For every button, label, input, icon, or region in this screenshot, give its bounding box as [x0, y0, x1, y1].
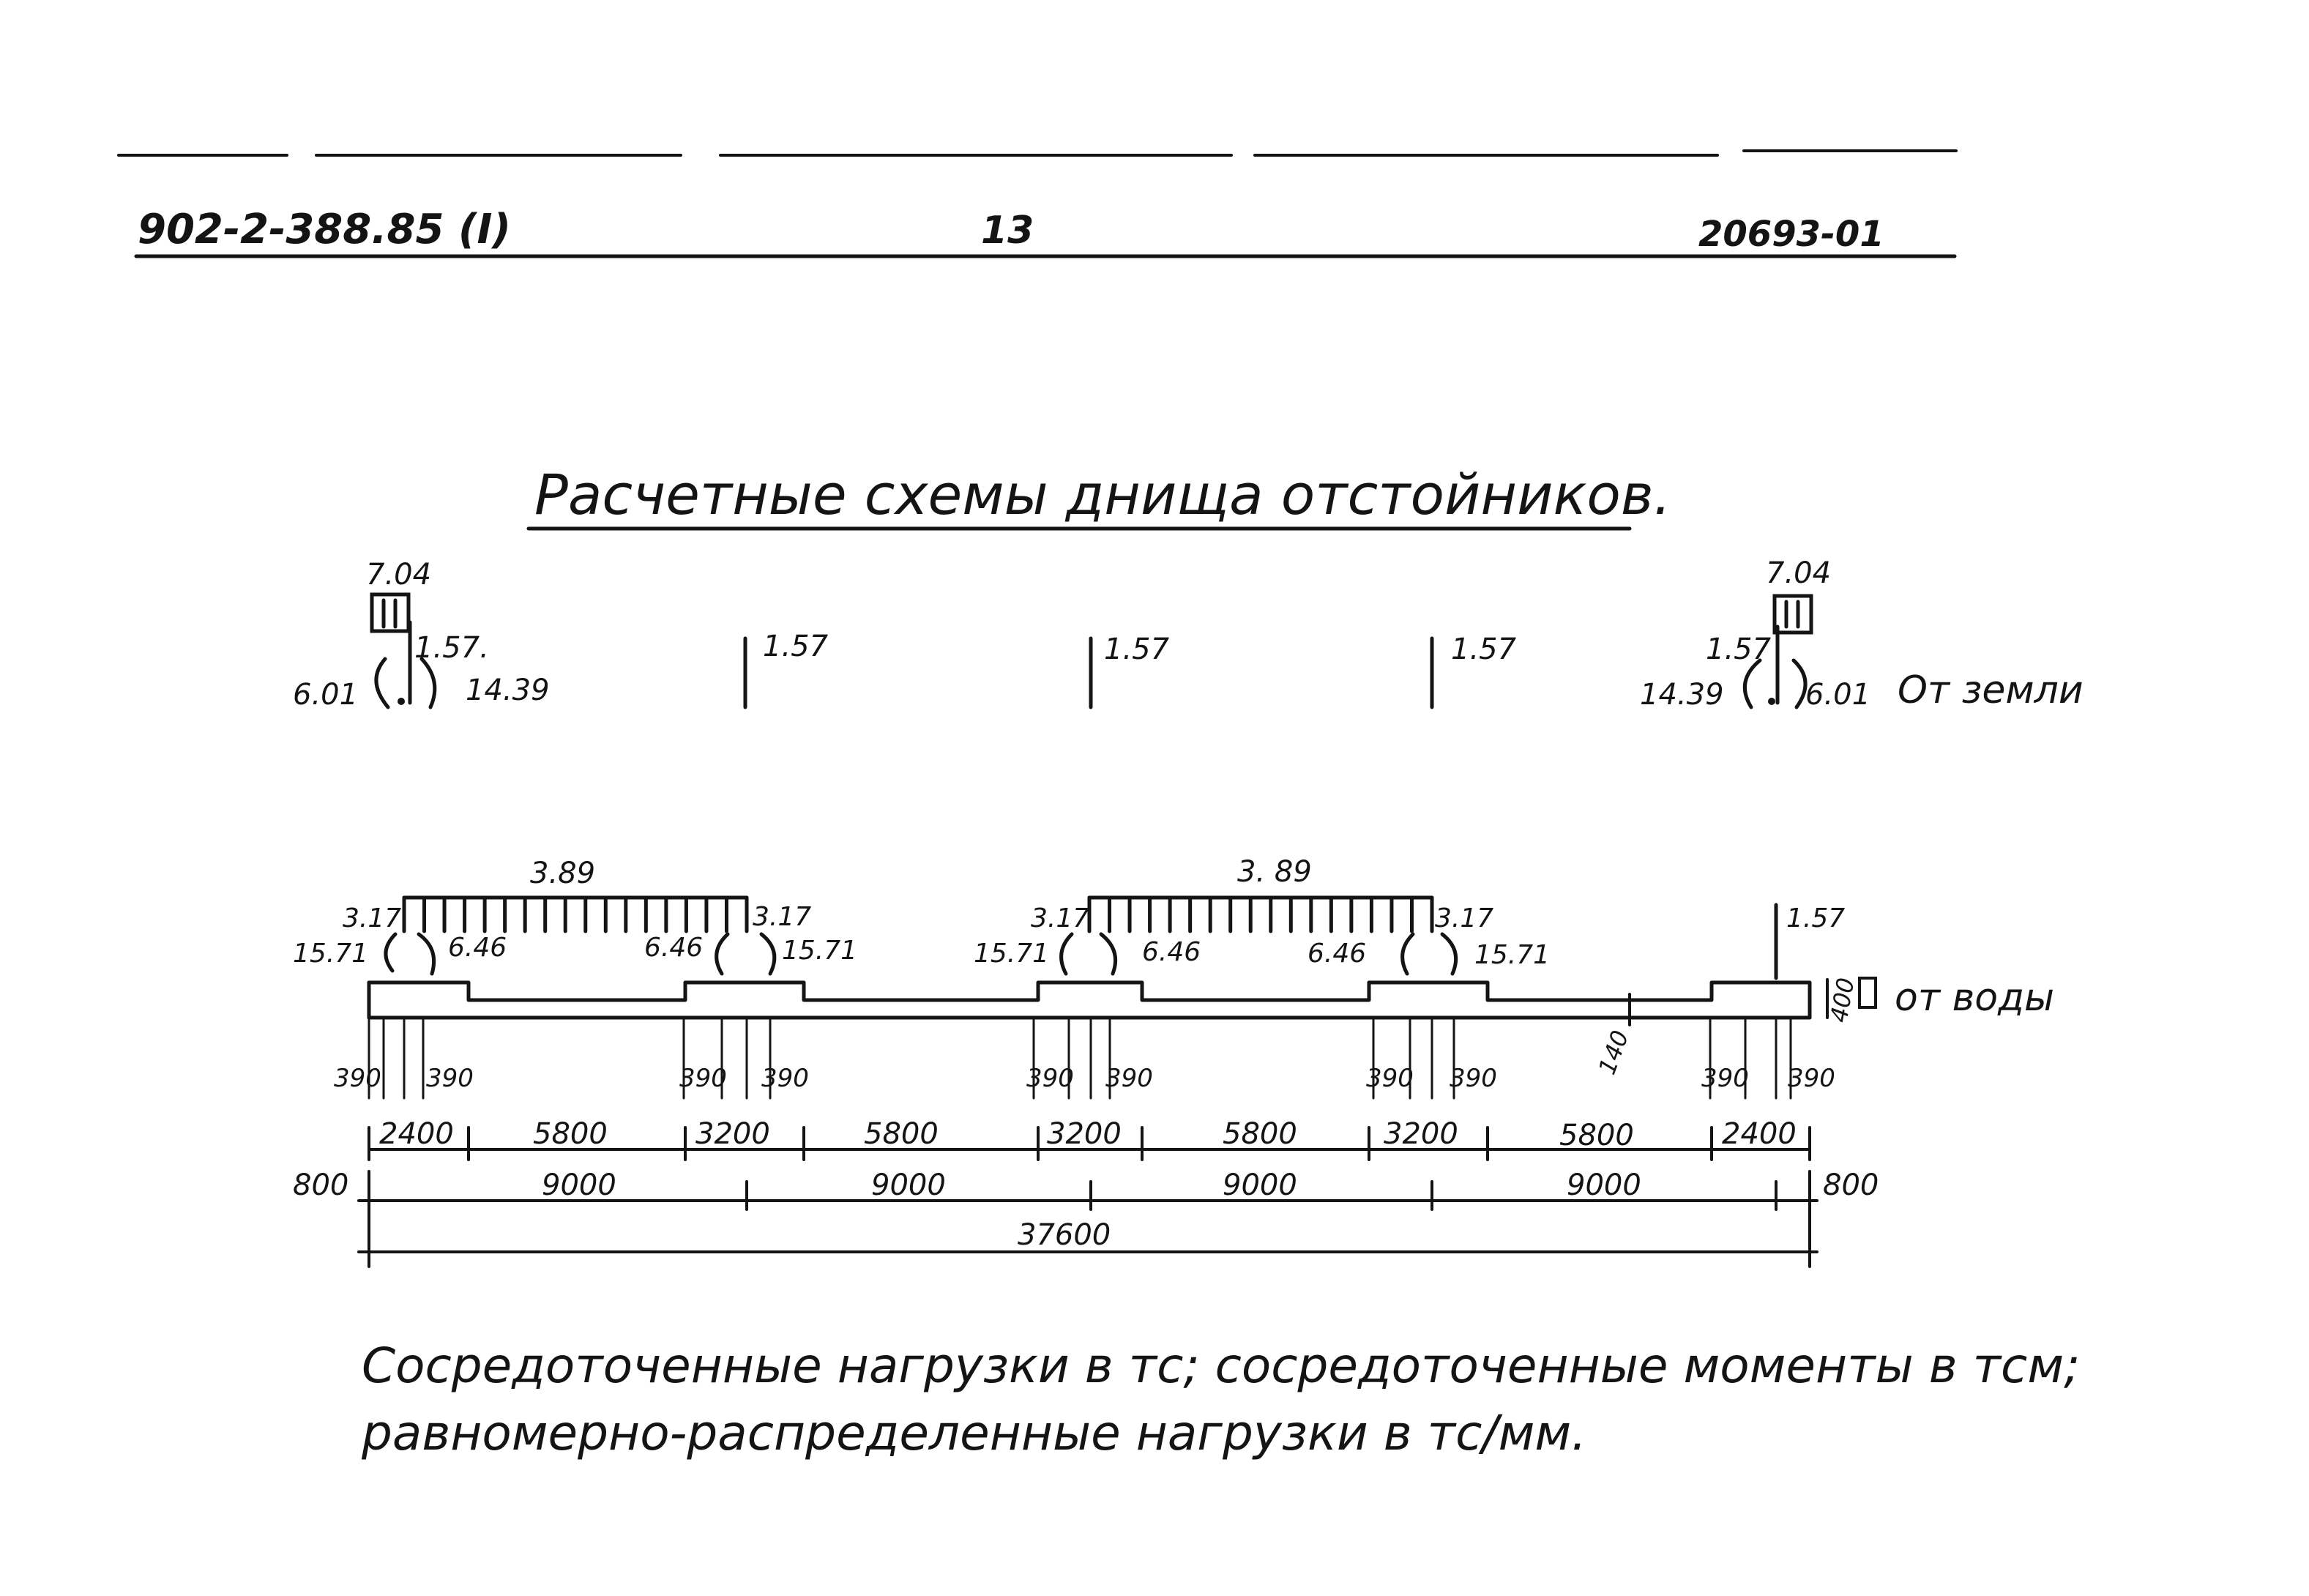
moment-arc-2a: [715, 932, 730, 976]
end-moment-label-1: 15.71: [293, 939, 368, 969]
rib-height-label: 400: [1824, 976, 1859, 1025]
moment-arc-4b: [1440, 932, 1458, 976]
left-moment-right-label: 14.39: [466, 674, 550, 707]
offset-label-5: 390: [1026, 1064, 1074, 1093]
span-moment-label-4: 6.46: [1308, 939, 1366, 969]
left-moment-arc-left: [374, 657, 390, 709]
left-support-dot: [398, 698, 405, 705]
left-top-load-label: 7.04: [366, 558, 431, 592]
offset-label-1: 390: [334, 1064, 381, 1093]
end-moment-label-2: 15.71: [782, 936, 857, 966]
dimension-chains: 390 390 390 390 390 390 390 390 390 390 …: [293, 1018, 1879, 1268]
segment-label-3: 3200: [695, 1117, 770, 1151]
end-moment-label-3: 15.71: [974, 939, 1049, 969]
distributed-load-left-hatch: [402, 895, 749, 933]
sheet-number: 13: [981, 209, 1034, 253]
distributed-load-left: [402, 895, 749, 933]
span-moment-label-1: 6.46: [448, 933, 507, 963]
segment-label-4: 5800: [864, 1117, 939, 1151]
end-load-label-2: 3.17: [753, 902, 811, 932]
offset-label-3: 390: [679, 1064, 727, 1093]
water-scheme-label: от воды: [1895, 976, 2054, 1020]
drawing-title: Расчетные схемы днища отстойников.: [534, 462, 1671, 527]
right-moment-arc-left: [1743, 658, 1762, 709]
right-moment-arc-right: [1791, 658, 1808, 709]
distributed-load-right-hatch: [1087, 895, 1434, 933]
note-line-1: Сосредоточенные нагрузки в тс; сосредото…: [362, 1338, 2080, 1394]
end-moment-label-4: 15.71: [1474, 940, 1550, 970]
right-force-water-label: 1.57: [1786, 903, 1845, 933]
inventory-number: 20693-01: [1698, 214, 1884, 255]
span-moment-label-3: 6.46: [1142, 937, 1201, 967]
ground-load-scheme: 7.04 1.57. 6.01 14.39 1.57 1.57 1.57 7.0…: [293, 556, 2084, 712]
offset-label-9: 390: [1701, 1064, 1749, 1093]
moment-arc-2b: [759, 932, 777, 976]
span-label-2: 9000: [871, 1168, 946, 1202]
moment-arc-4a: [1400, 932, 1415, 976]
offset-label-2: 390: [426, 1064, 474, 1093]
segment-label-2: 5800: [533, 1117, 608, 1151]
note-line-2: равномерно-распределенные нагрузки в тс/…: [361, 1405, 1586, 1461]
segment-label-6: 5800: [1223, 1117, 1297, 1151]
title-block: 902-2-388.85 (I) 13 20693-01: [117, 149, 1958, 258]
water-scheme-marker: [1858, 977, 1877, 1009]
offset-label-7: 390: [1366, 1064, 1414, 1093]
span-label-4: 9000: [1567, 1168, 1641, 1202]
moment-arc-1b: [417, 932, 436, 976]
moment-arc-3b: [1099, 932, 1118, 976]
end-load-label-3: 3.17: [1031, 903, 1089, 933]
slab-thickness-label: 140: [1593, 1026, 1635, 1078]
left-moment-left-label: 6.01: [293, 678, 358, 712]
segment-label-5: 3200: [1047, 1117, 1122, 1151]
segment-label-8: 5800: [1559, 1119, 1634, 1152]
bottom-slab-outline: [367, 980, 1812, 1020]
overhang-left-label: 800: [293, 1168, 348, 1202]
left-moment-arc-right: [419, 657, 437, 709]
left-force-label: 1.57.: [414, 631, 489, 665]
total-label: 37600: [1018, 1218, 1111, 1252]
span-label-3: 9000: [1223, 1168, 1297, 1202]
distributed-load-right: [1087, 895, 1434, 933]
distributed-load-left-label: 3.89: [530, 857, 595, 890]
end-load-label-4: 3.17: [1435, 903, 1493, 933]
offset-label-8: 390: [1450, 1064, 1497, 1093]
middle-force-label-1: 1.57: [763, 630, 829, 663]
span-label-1: 9000: [542, 1168, 616, 1202]
moment-arc-3a: [1059, 932, 1074, 976]
right-top-load-label: 7.04: [1766, 556, 1831, 590]
designation: 902-2-388.85 (I): [138, 206, 511, 253]
ground-scheme-label: От земли: [1898, 668, 2084, 712]
water-load-scheme: 3.89 3. 89 3.17 3.17 3.17 3.17 15.71 15.…: [293, 855, 2054, 1078]
segment-label-7: 3200: [1384, 1117, 1458, 1151]
right-top-load-symbol: [1772, 594, 1813, 635]
distributed-load-right-label: 3. 89: [1237, 855, 1312, 889]
left-top-load-symbol: [370, 592, 411, 633]
offset-label-4: 390: [761, 1064, 809, 1093]
end-load-label-1: 3.17: [343, 903, 401, 933]
overhang-right-label: 800: [1823, 1168, 1879, 1202]
slab-top-profile: [367, 980, 1812, 1020]
segment-label-9: 2400: [1722, 1117, 1797, 1151]
middle-force-label-3: 1.57: [1451, 633, 1517, 666]
moment-arc-1a: [384, 932, 398, 973]
right-moment-left-label: 14.39: [1640, 678, 1724, 712]
support-moment-arcs: [384, 932, 1458, 976]
offset-label-10: 390: [1788, 1064, 1835, 1093]
right-support-dot: [1768, 698, 1775, 705]
right-moment-right-label: 6.01: [1805, 678, 1870, 712]
span-moment-label-2: 6.46: [644, 933, 703, 963]
middle-force-label-2: 1.57: [1104, 633, 1170, 666]
segment-label-1: 2400: [379, 1117, 454, 1151]
offset-label-6: 390: [1105, 1064, 1153, 1093]
